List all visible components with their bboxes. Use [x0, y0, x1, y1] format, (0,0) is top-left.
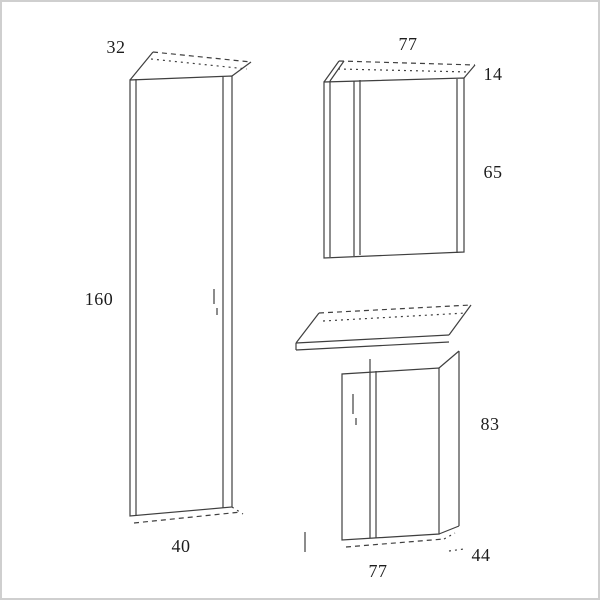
countertop-front-edge-lower: [295, 341, 450, 351]
tall-cabinet-width-label: 40: [171, 536, 191, 556]
tall-cabinet-top-depth-label: 32: [106, 37, 126, 57]
mirror-cabinet-top-inner-hidden-edge: [337, 68, 471, 73]
countertop-back-hidden-edge: [318, 304, 472, 314]
countertop-right-slant: [448, 304, 472, 336]
base-cabinet-width-label: 77: [368, 561, 388, 581]
mirror-cabinet-front-face: [323, 77, 465, 259]
base-cabinet-depth-label: 44: [471, 545, 491, 565]
tall-cabinet-base-right-hidden-edge: [231, 506, 244, 515]
depth-extension-dashes: [448, 548, 465, 552]
base-cabinet-base-right-hidden-edge: [443, 532, 456, 540]
tall-cabinet-top-back-hidden-edge: [152, 51, 252, 63]
tall-cabinet-top-left-slant: [129, 51, 154, 81]
base-cabinet-height-label: 83: [480, 414, 500, 434]
mirror-cabinet-height-label: 65: [483, 162, 503, 182]
mirror-cabinet-drawing: [323, 60, 476, 259]
countertop-front-edge: [295, 334, 450, 344]
countertop-left-slant: [295, 312, 320, 344]
base-cabinet-drawing: [295, 304, 472, 552]
base-cabinet-side-top-slant: [438, 350, 460, 369]
mirror-cabinet-width-label: 77: [398, 34, 418, 54]
mirror-cabinet-top-right-slant: [463, 64, 476, 79]
base-cabinet-base-hidden-edge: [345, 538, 445, 548]
base-cabinet-side-bottom-slant: [438, 525, 460, 535]
tall-cabinet-height-label: 160: [84, 289, 114, 309]
countertop-inner-hidden-edge: [322, 312, 467, 322]
tall-cabinet-drawing: [129, 51, 252, 524]
mirror-cabinet-depth-label: 14: [483, 64, 503, 84]
mirror-cabinet-top-left-slant-inner: [329, 60, 345, 82]
tall-cabinet-top-inner-hidden-edge: [150, 58, 248, 70]
mirror-cabinet-top-back-hidden-edge: [338, 60, 476, 66]
tall-cabinet-front-face: [129, 75, 233, 517]
mirror-cabinet-top-left-slant: [323, 60, 340, 83]
base-cabinet-front-face: [341, 367, 440, 541]
